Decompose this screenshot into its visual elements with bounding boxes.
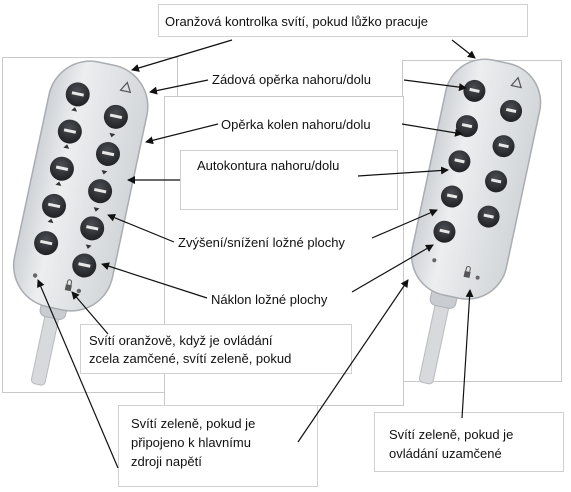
arrow-backrest-left — [150, 80, 208, 92]
arrow-locked-right — [462, 290, 470, 418]
left-pendant — [0, 53, 156, 395]
arrow-tilt-left — [102, 264, 207, 298]
arrow-knee-left — [146, 124, 218, 142]
arrow-power-right — [298, 280, 408, 442]
arrow-orange-light-right — [452, 40, 475, 58]
arrow-orange-light-left — [132, 40, 232, 70]
